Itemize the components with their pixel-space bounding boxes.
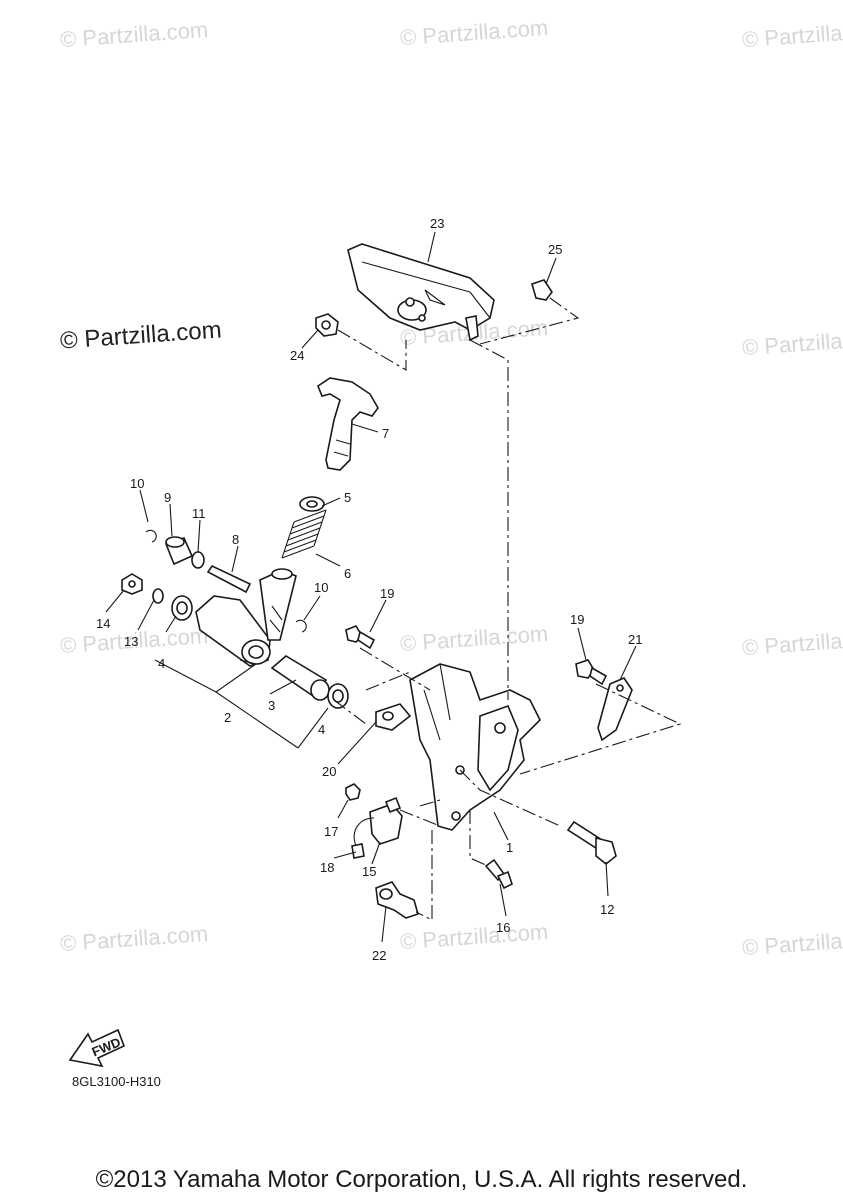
- part-wire-18: [351, 817, 375, 859]
- part-bushing-4b: [327, 683, 349, 709]
- callout: 25: [548, 242, 562, 257]
- callout: 5: [344, 490, 351, 505]
- callout: 10: [130, 476, 144, 491]
- part-clip-10: [145, 529, 157, 543]
- part-washer-13: [152, 588, 164, 604]
- callout: 18: [320, 860, 334, 875]
- part-clip-10b: [295, 619, 307, 633]
- callout: 20: [322, 764, 336, 779]
- part-bushing-4: [171, 595, 193, 621]
- part-collar-3: [270, 655, 330, 701]
- fwd-arrow-icon: FWD: [68, 1028, 126, 1068]
- part-switch-15: [369, 796, 403, 845]
- callout: 3: [268, 698, 275, 713]
- part-nut-24: [315, 313, 339, 337]
- part-washer-11: [191, 551, 205, 569]
- fwd-label: FWD: [90, 1034, 123, 1059]
- callout: 23: [430, 216, 444, 231]
- part-spring-6: [281, 509, 327, 559]
- part-nut-14: [121, 573, 143, 595]
- part-bracket-1: [409, 663, 541, 831]
- callout: 16: [496, 920, 510, 935]
- part-cover-23: [347, 243, 495, 342]
- leader-lines: [105, 231, 637, 943]
- callout: 8: [232, 532, 239, 547]
- callout-labels: 1 2 3 4 4 5 6 7 8 9 10 10 11 12 13 14 15…: [96, 216, 642, 963]
- part-clamp-22: [375, 881, 419, 919]
- callout: 12: [600, 902, 614, 917]
- part-bolt-19: [345, 625, 376, 650]
- copyright-notice: ©2013 Yamaha Motor Corporation, U.S.A. A…: [95, 1166, 748, 1193]
- part-collar-9: [164, 536, 194, 566]
- callout: 22: [372, 948, 386, 963]
- callout: 6: [344, 566, 351, 581]
- callout: 4: [318, 722, 325, 737]
- alignment-lines: [333, 297, 682, 921]
- part-shaft-assembly-2: [195, 568, 297, 667]
- callout: 24: [290, 348, 304, 363]
- part-pin-8: [206, 564, 252, 594]
- part-washer-5: [299, 496, 325, 512]
- part-bolt-19b: [575, 659, 608, 686]
- callout: 9: [164, 490, 171, 505]
- callout: 7: [382, 426, 389, 441]
- callout: 4: [158, 656, 165, 671]
- part-lever-7: [317, 377, 379, 471]
- drawing-code: 8GL3100-H310: [72, 1074, 161, 1089]
- part-bolt-12: [566, 820, 617, 866]
- part-screw-16: [484, 858, 513, 890]
- callout: 14: [96, 616, 110, 631]
- callout: 13: [124, 634, 138, 649]
- callout: 21: [628, 632, 642, 647]
- callout: 19: [570, 612, 584, 627]
- callout: 19: [380, 586, 394, 601]
- callout: 1: [506, 840, 513, 855]
- part-nut-17: [345, 783, 361, 801]
- callout: 15: [362, 864, 376, 879]
- part-plate-21: [597, 677, 633, 742]
- part-bracket-20: [375, 703, 412, 731]
- callout: 2: [224, 710, 231, 725]
- part-clip-25: [531, 279, 553, 301]
- callout: 11: [192, 506, 206, 521]
- callout: 17: [324, 824, 338, 839]
- callout: 10: [314, 580, 328, 595]
